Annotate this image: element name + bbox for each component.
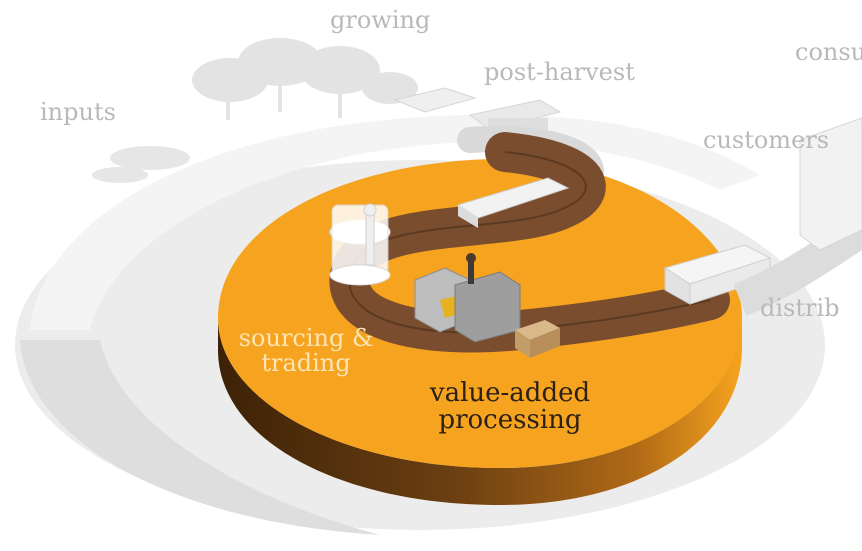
inputs-illustration bbox=[92, 146, 190, 183]
delivery-truck-upper bbox=[456, 177, 570, 228]
cardboard-boxes bbox=[515, 320, 560, 358]
stage-label-inputs: inputs bbox=[40, 98, 116, 126]
sourcing-trading-hologram bbox=[329, 203, 391, 286]
stage-label-growing: growing bbox=[330, 6, 431, 34]
distribution-road bbox=[733, 215, 862, 316]
stage-label-value-added-processing: value-added processing bbox=[400, 378, 620, 436]
stage-label-customers: customers bbox=[703, 126, 830, 154]
sourcing-label-line2: trading bbox=[261, 349, 351, 378]
sourcing-label-line1: sourcing & bbox=[238, 324, 374, 352]
stage-label-consumers: consu bbox=[795, 38, 862, 66]
distribution-truck bbox=[663, 244, 772, 305]
stage-label-distribution: distrib bbox=[760, 294, 840, 322]
customers-building bbox=[799, 117, 862, 251]
stage-label-sourcing-trading: sourcing & trading bbox=[225, 324, 387, 378]
value-added-label-line2: processing bbox=[438, 405, 582, 436]
value-added-disk-side bbox=[218, 318, 742, 505]
stage-label-post-harvest: post-harvest bbox=[484, 58, 635, 86]
processing-machinery bbox=[414, 253, 521, 343]
growing-trees-illustration bbox=[192, 38, 418, 120]
value-added-label-line1: value-added bbox=[429, 378, 591, 408]
